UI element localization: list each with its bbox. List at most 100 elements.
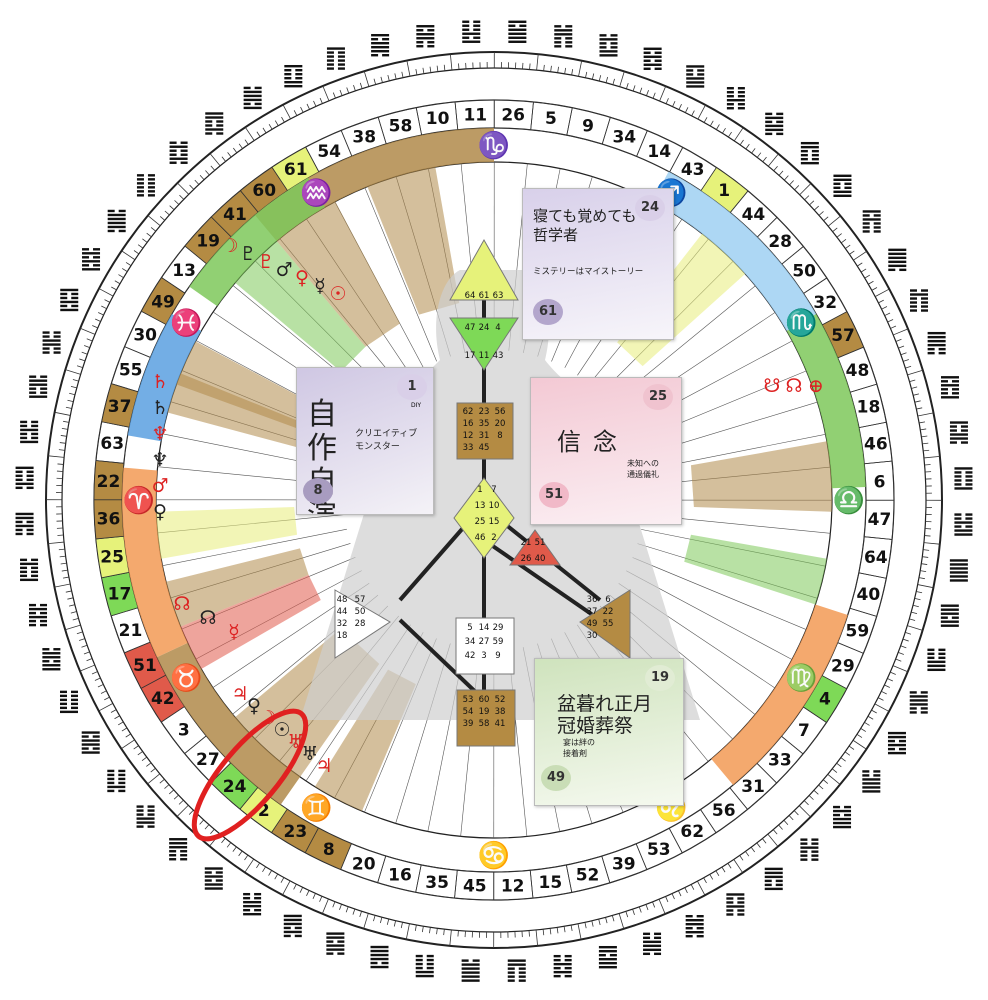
hexagram-line [519, 24, 527, 27]
gate-label: 21 [521, 538, 532, 548]
tick-mark [178, 799, 184, 805]
hexagram-line [927, 656, 935, 660]
tick-mark [209, 153, 221, 167]
hexagram-line [776, 132, 784, 136]
tick-mark [91, 671, 98, 675]
hexagram-line [337, 940, 345, 943]
hexagram-icon [243, 892, 262, 916]
tick-mark [54, 583, 71, 588]
hexagram-line [20, 420, 28, 424]
hexagram-line [118, 229, 126, 233]
hexagram-line [949, 425, 957, 428]
hexagram-icon [833, 174, 852, 197]
tick-mark [827, 773, 841, 785]
tick-mark [256, 862, 261, 869]
hexagram-line [553, 974, 561, 978]
hexagram-line [564, 958, 572, 962]
hexagram-line [737, 87, 745, 90]
tick-mark [169, 205, 175, 210]
hexagram-line [71, 304, 79, 308]
hexagram-line [873, 214, 881, 217]
hexagram-line [599, 50, 618, 53]
tick-mark [63, 420, 70, 423]
tick-mark [703, 877, 707, 884]
hexagram-line [53, 347, 61, 350]
tick-mark [406, 60, 411, 77]
gate-label: 28 [355, 619, 366, 629]
tick-mark [281, 116, 285, 123]
hexagram-line [20, 570, 28, 574]
head-center [449, 238, 519, 301]
tick-mark [658, 899, 666, 915]
hexagram-line [643, 59, 651, 62]
gate-number: 62 [680, 822, 704, 842]
hexagram-line [921, 309, 929, 312]
gate-number: 17 [108, 585, 132, 605]
hexagram-line [371, 54, 379, 57]
hexagram-line [243, 892, 251, 896]
gate-label: 20 [495, 419, 506, 429]
tick-mark [393, 920, 397, 927]
gate-label: 54 [463, 707, 474, 717]
hexagram-line [26, 470, 34, 474]
gate-label: 56 [495, 407, 506, 417]
hexagram-line [337, 55, 345, 58]
hexagram-line [951, 392, 959, 395]
tick-mark [173, 794, 179, 800]
tick-mark [898, 652, 904, 655]
gate-number: 4 [819, 690, 831, 710]
tick-mark [756, 842, 761, 848]
card-badge-top: 25 [643, 384, 673, 410]
hexagram-line [654, 932, 662, 936]
hexagram-line [42, 652, 61, 655]
hexagram-icon [205, 112, 224, 135]
planet-glyph: ♀ [153, 501, 167, 523]
gate-number: 43 [681, 160, 705, 180]
hexagram-icon [15, 512, 34, 536]
tick-mark [715, 124, 720, 130]
hexagram-line [381, 961, 389, 965]
tick-mark [379, 917, 383, 924]
hexagram-line [764, 867, 783, 871]
hexagram-line [216, 120, 224, 123]
hexagram-line [949, 433, 968, 436]
gate-number: 60 [252, 181, 276, 201]
card-badge-bottom: 51 [539, 482, 569, 508]
hexagram-line [800, 157, 808, 161]
tick-mark [578, 60, 583, 77]
hexagram-line [737, 95, 745, 98]
tick-mark [903, 359, 909, 362]
tick-mark [210, 828, 215, 835]
hexagram-line [337, 59, 345, 62]
gate-number: 14 [647, 142, 671, 162]
hexagram-line [31, 436, 39, 440]
hexagram-line [20, 432, 28, 436]
hexagram-line [169, 161, 177, 164]
hexagram-line [873, 774, 881, 777]
tick-mark [799, 183, 812, 196]
hexagram-line [294, 934, 302, 938]
gate-number: 37 [108, 397, 132, 417]
tick-mark [205, 170, 210, 176]
tick-mark [72, 379, 79, 382]
hexagram-line [553, 958, 561, 962]
hexagram-line [20, 558, 28, 562]
gate-label: 57 [355, 595, 366, 605]
zodiac-band [122, 467, 188, 658]
hexagram-line [764, 875, 783, 879]
hexagram-line [15, 466, 34, 470]
gate-number: 40 [857, 585, 881, 605]
hexagram-line [954, 533, 973, 536]
hexagram-line [553, 966, 561, 970]
tick-mark [665, 98, 669, 104]
hexagram-line [949, 429, 957, 432]
hexagram-line [887, 735, 906, 739]
hexagram-line [726, 87, 734, 90]
hexagram-line [833, 809, 852, 813]
tick-mark [905, 632, 912, 635]
hexagram-line [685, 915, 693, 918]
hexagram-line [326, 948, 345, 951]
hexagram-line [60, 300, 79, 304]
hexagram-line [107, 229, 115, 233]
hexagram-line [29, 379, 48, 382]
